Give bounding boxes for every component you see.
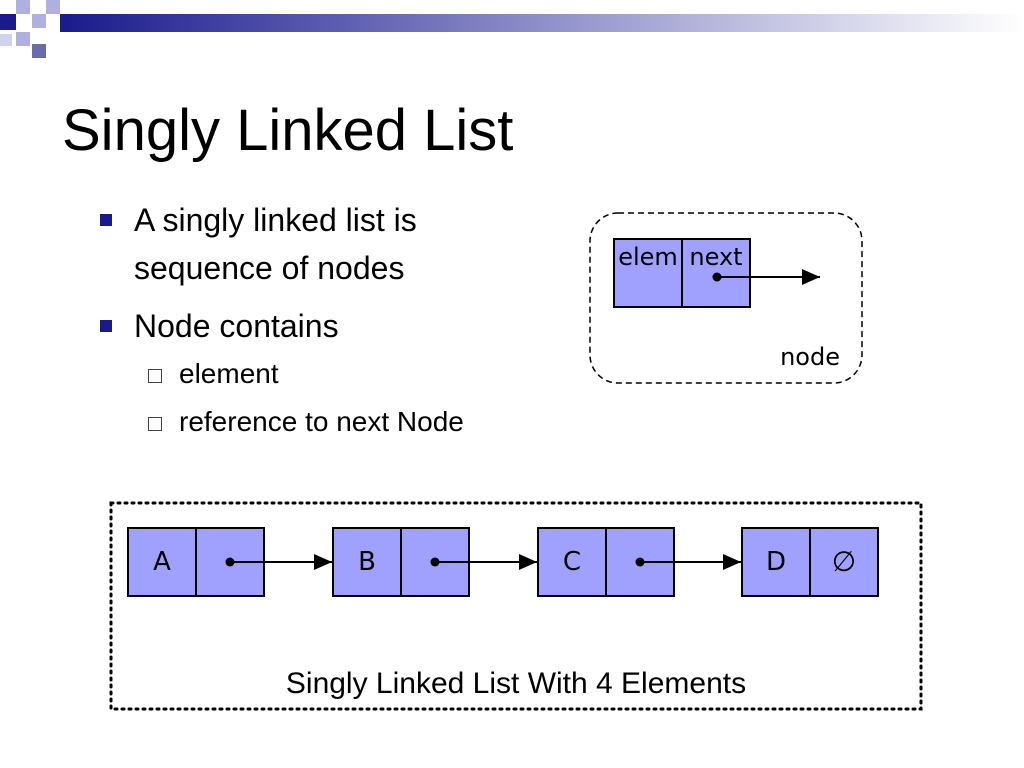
node-d-label: D xyxy=(766,547,786,577)
null-pointer-symbol: ∅ xyxy=(832,545,856,578)
bullet-item: A singly linked list is sequence of node… xyxy=(100,196,570,292)
sub-bullet-text: reference to next Node xyxy=(179,406,464,437)
node-c-label: C xyxy=(563,547,581,577)
node-c-value-cell xyxy=(537,527,607,597)
hollow-square-bullet-icon xyxy=(148,417,162,431)
sub-bullet-item: reference to next Node xyxy=(100,398,570,446)
bullet-text-line: A singly linked list is xyxy=(134,202,417,238)
node-caption: node xyxy=(780,343,840,371)
node-d-next-cell xyxy=(809,527,879,597)
sub-bullet-item: element xyxy=(100,350,570,398)
elem-label: elem xyxy=(618,243,678,271)
header-decoration xyxy=(0,0,1024,58)
node-boundary xyxy=(589,212,863,384)
bullet-item: Node contains xyxy=(100,302,570,350)
square-bullet-icon xyxy=(100,320,112,332)
linked-list-diagram: A B C D ∅ xyxy=(109,501,923,711)
node-a-label: A xyxy=(153,547,171,577)
node-diagram: elem next node xyxy=(589,212,863,384)
next-label: next xyxy=(689,243,742,271)
elem-field xyxy=(613,238,683,308)
list-boundary xyxy=(109,501,923,711)
hollow-square-bullet-icon xyxy=(148,369,162,383)
node-b-label: B xyxy=(358,547,376,577)
node-b-value-cell xyxy=(332,527,402,597)
sub-bullet-text: element xyxy=(179,358,279,389)
node-d-value-cell xyxy=(741,527,811,597)
slide-title: Singly Linked List xyxy=(62,98,514,163)
list-caption: Singly Linked List With 4 Elements xyxy=(285,667,747,700)
bullet-text: Node contains xyxy=(134,308,339,344)
square-bullet-icon xyxy=(100,214,112,226)
bullet-list: A singly linked list is sequence of node… xyxy=(100,196,570,446)
bullet-text-line: sequence of nodes xyxy=(134,250,405,286)
